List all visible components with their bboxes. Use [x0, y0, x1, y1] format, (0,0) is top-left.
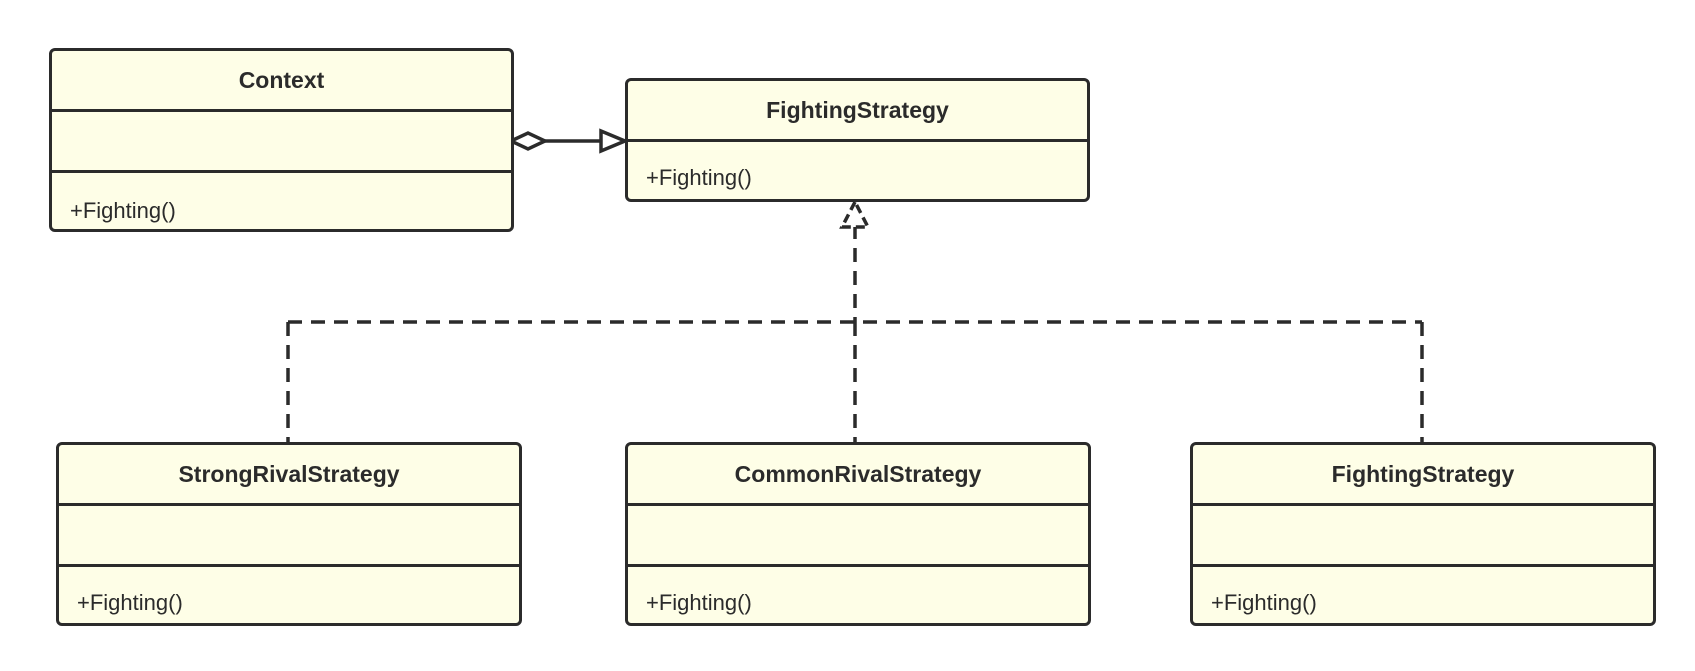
- class-fighting-strategy-interface[interactable]: FightingStrategy +Fighting(): [625, 78, 1090, 202]
- aggregation-arrowhead: [599, 128, 630, 154]
- class-common-rival-strategy[interactable]: CommonRivalStrategy +Fighting(): [625, 442, 1091, 626]
- attributes-compartment: [1193, 506, 1653, 567]
- class-context[interactable]: Context +Fighting(): [49, 48, 514, 232]
- aggregation-diamond: [506, 131, 550, 151]
- class-strong-rival-strategy[interactable]: StrongRivalStrategy +Fighting(): [56, 442, 522, 626]
- class-name: FightingStrategy: [628, 81, 1087, 142]
- attributes-compartment: [628, 506, 1088, 567]
- attributes-compartment: [52, 112, 511, 173]
- class-name: CommonRivalStrategy: [628, 445, 1088, 506]
- class-name: Context: [52, 51, 511, 112]
- realization-arrowhead: [839, 198, 871, 229]
- operation: +Fighting(): [77, 590, 183, 615]
- operation: +Fighting(): [1211, 590, 1317, 615]
- operation: +Fighting(): [70, 198, 176, 223]
- class-name: FightingStrategy: [1193, 445, 1653, 506]
- operation: +Fighting(): [646, 165, 752, 190]
- class-fighting-strategy[interactable]: FightingStrategy +Fighting(): [1190, 442, 1656, 626]
- operation: +Fighting(): [646, 590, 752, 615]
- class-name: StrongRivalStrategy: [59, 445, 519, 506]
- attributes-compartment: [59, 506, 519, 567]
